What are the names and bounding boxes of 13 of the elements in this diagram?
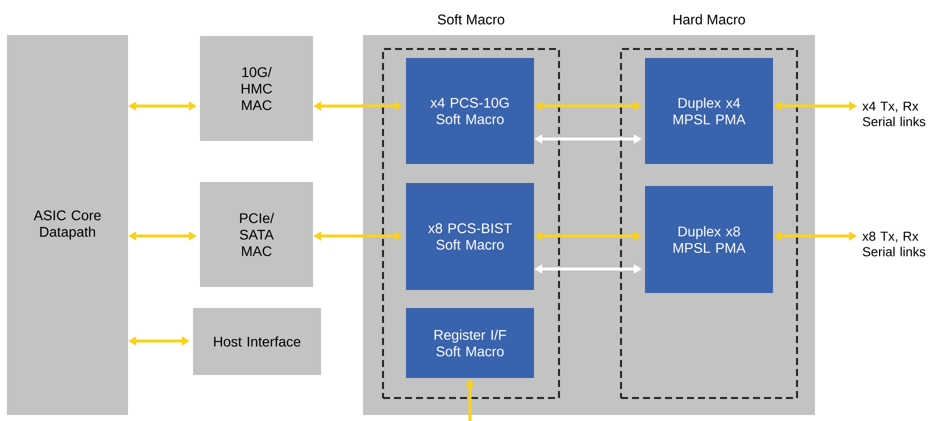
node-label: Soft Macro [438,14,504,24]
macro-box: Duplex x8 MPSL PMA [645,186,773,293]
macro-box: x8 PCS-BIST Soft Macro [406,183,534,290]
link-label: x4 Tx, Rx Serial links [862,102,926,126]
macro-box: Register I/F Soft Macro [406,308,534,378]
block-box: PCIe/ SATA MAC [200,182,313,287]
node-label: Hard Macro [674,14,745,24]
block-box: Host Interface [193,308,321,375]
macro-box: x4 PCS-10G Soft Macro [406,58,534,164]
macro-box: Duplex x4 MPSL PMA [645,58,773,164]
block-box: ASIC Core Datapath [7,35,128,415]
link-label: x8 Tx, Rx Serial links [862,232,926,256]
block-box: 10G/ HMC MAC [200,36,313,141]
